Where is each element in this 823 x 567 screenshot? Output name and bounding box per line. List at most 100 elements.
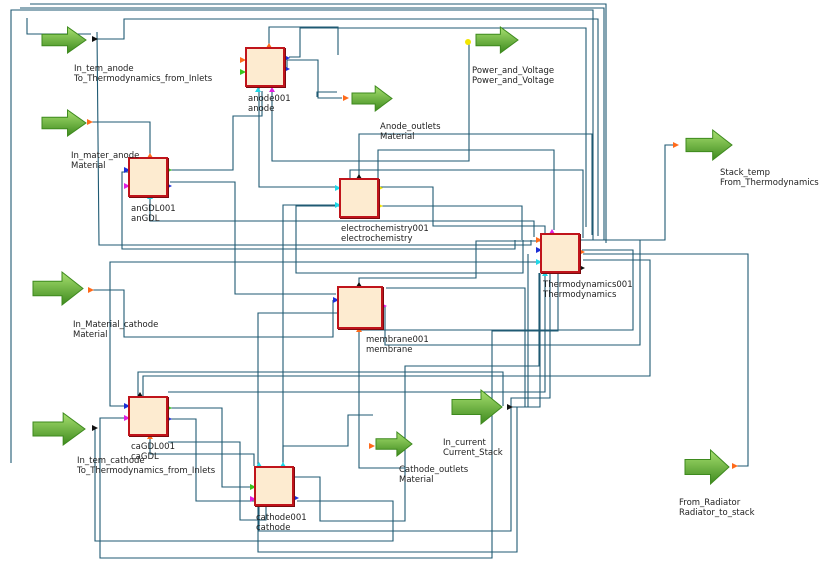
- wire: [268, 26, 339, 55]
- wire: [384, 239, 641, 346]
- wire: [10, 9, 594, 463]
- port-pin-icon[interactable]: [335, 202, 341, 208]
- block-anGDL-type: anGDL: [131, 214, 160, 224]
- port-pin-icon[interactable]: [369, 443, 375, 449]
- port-pin-icon[interactable]: [536, 237, 542, 243]
- block-caGDL[interactable]: [128, 396, 168, 436]
- wire: [109, 261, 540, 407]
- wire: [583, 144, 675, 241]
- wire: [142, 259, 651, 396]
- port-pin-icon[interactable]: [250, 484, 256, 490]
- port-pin-icon[interactable]: [465, 39, 471, 45]
- port-pin-icon[interactable]: [124, 183, 130, 189]
- block-membrane[interactable]: [337, 286, 383, 329]
- in-material-cathode-arrow-icon[interactable]: [32, 270, 84, 307]
- port-pin-icon[interactable]: [147, 153, 153, 158]
- port-pin-icon[interactable]: [356, 174, 362, 179]
- block-anGDL[interactable]: [128, 157, 168, 197]
- in-mater-anode-arrow-icon[interactable]: [41, 109, 87, 137]
- port-power-voltage-label: Power_and_Voltage Power_and_Voltage: [472, 66, 554, 86]
- port-power-voltage-type: Power_and_Voltage: [472, 76, 555, 86]
- port-pin-icon[interactable]: [542, 271, 548, 276]
- port-in-tem-cathode-name: In_tem_cathode: [77, 456, 145, 466]
- wire: [170, 91, 263, 171]
- wire: [379, 205, 523, 240]
- wire: [359, 249, 634, 331]
- port-pin-icon[interactable]: [255, 87, 261, 92]
- block-cathode[interactable]: [254, 466, 294, 506]
- block-anGDL-name: anGDL001: [131, 204, 176, 214]
- block-electrochemistry-type: electrochemistry: [341, 234, 413, 244]
- port-pin-icon[interactable]: [266, 43, 272, 48]
- block-thermodynamics[interactable]: [540, 233, 580, 273]
- anode-outlets-arrow-icon[interactable]: [351, 85, 393, 112]
- port-in-material-cathode-type: Material: [73, 330, 108, 340]
- port-cathode-outlets-name: Cathode_outlets: [399, 465, 469, 475]
- port-power-voltage-name: Power_and_Voltage: [472, 66, 555, 76]
- port-cathode-outlets-label: Cathode_outlets Material: [399, 465, 468, 485]
- port-pin-icon[interactable]: [579, 265, 585, 271]
- port-pin-icon[interactable]: [507, 404, 513, 410]
- in-current-arrow-icon[interactable]: [451, 388, 503, 426]
- wire: [91, 121, 151, 157]
- port-pin-icon[interactable]: [579, 249, 585, 255]
- port-pin-icon[interactable]: [124, 403, 130, 409]
- in-tem-cathode-arrow-icon[interactable]: [32, 412, 86, 446]
- in-tem-anode-arrow-icon[interactable]: [41, 26, 87, 54]
- wire: [509, 273, 541, 408]
- wire: [137, 371, 504, 406]
- port-pin-icon[interactable]: [124, 167, 130, 173]
- from-radiator-arrow-icon[interactable]: [684, 448, 730, 486]
- power-voltage-arrow-icon[interactable]: [475, 26, 519, 54]
- port-pin-icon[interactable]: [284, 66, 290, 72]
- block-thermodynamics-name: Thermodynamics001: [543, 280, 633, 290]
- wire: [377, 149, 555, 230]
- port-pin-icon[interactable]: [549, 229, 555, 234]
- port-pins: [87, 36, 738, 502]
- stack-temp-arrow-icon[interactable]: [685, 128, 733, 162]
- wire: [349, 169, 584, 238]
- port-pin-icon[interactable]: [256, 462, 262, 467]
- port-pin-icon[interactable]: [293, 495, 299, 501]
- port-pin-icon[interactable]: [250, 496, 256, 502]
- wire: [121, 171, 516, 250]
- port-pin-icon[interactable]: [335, 185, 341, 191]
- port-pin-icon[interactable]: [356, 282, 362, 287]
- port-pin-icon[interactable]: [280, 462, 286, 467]
- port-pin-icon[interactable]: [240, 69, 246, 75]
- port-pin-icon[interactable]: [732, 463, 738, 469]
- port-pin-icon[interactable]: [343, 95, 349, 101]
- block-membrane-type: membrane: [366, 345, 413, 355]
- block-thermodynamics-label: Thermodynamics001 Thermodynamics: [543, 280, 633, 300]
- port-from-radiator-type: Radiator_to_stack: [679, 508, 755, 518]
- port-pin-icon[interactable]: [137, 392, 143, 397]
- port-anode-outlets-type: Material: [380, 132, 415, 142]
- port-pin-icon[interactable]: [333, 297, 339, 303]
- port-pin-icon[interactable]: [240, 57, 246, 63]
- cathode-outlets-arrow-icon[interactable]: [375, 430, 413, 458]
- port-pin-icon[interactable]: [284, 55, 290, 61]
- wire: [30, 3, 607, 243]
- wire: [168, 441, 267, 521]
- port-pin-icon[interactable]: [673, 142, 679, 148]
- block-anode[interactable]: [245, 47, 285, 87]
- port-pin-icon[interactable]: [536, 247, 542, 253]
- port-in-current-type: Current_Stack: [443, 448, 503, 458]
- port-pin-icon[interactable]: [124, 415, 130, 421]
- port-pin-icon[interactable]: [87, 119, 93, 125]
- wire: [282, 414, 373, 466]
- port-pin-icon[interactable]: [88, 287, 94, 293]
- wire: [20, 7, 605, 240]
- port-pin-icon[interactable]: [92, 36, 98, 42]
- port-arrows: [32, 26, 733, 486]
- connection-wires: [10, 3, 749, 559]
- port-pin-icon[interactable]: [92, 425, 98, 431]
- port-stack-temp-name: Stack_temp: [720, 168, 771, 178]
- port-pin-icon[interactable]: [536, 259, 542, 265]
- port-pin-icon[interactable]: [356, 327, 362, 332]
- port-pin-icon[interactable]: [147, 434, 153, 439]
- port-pin-icon[interactable]: [269, 87, 275, 92]
- block-electrochemistry[interactable]: [339, 178, 379, 218]
- block-anode-type: anode: [248, 104, 275, 114]
